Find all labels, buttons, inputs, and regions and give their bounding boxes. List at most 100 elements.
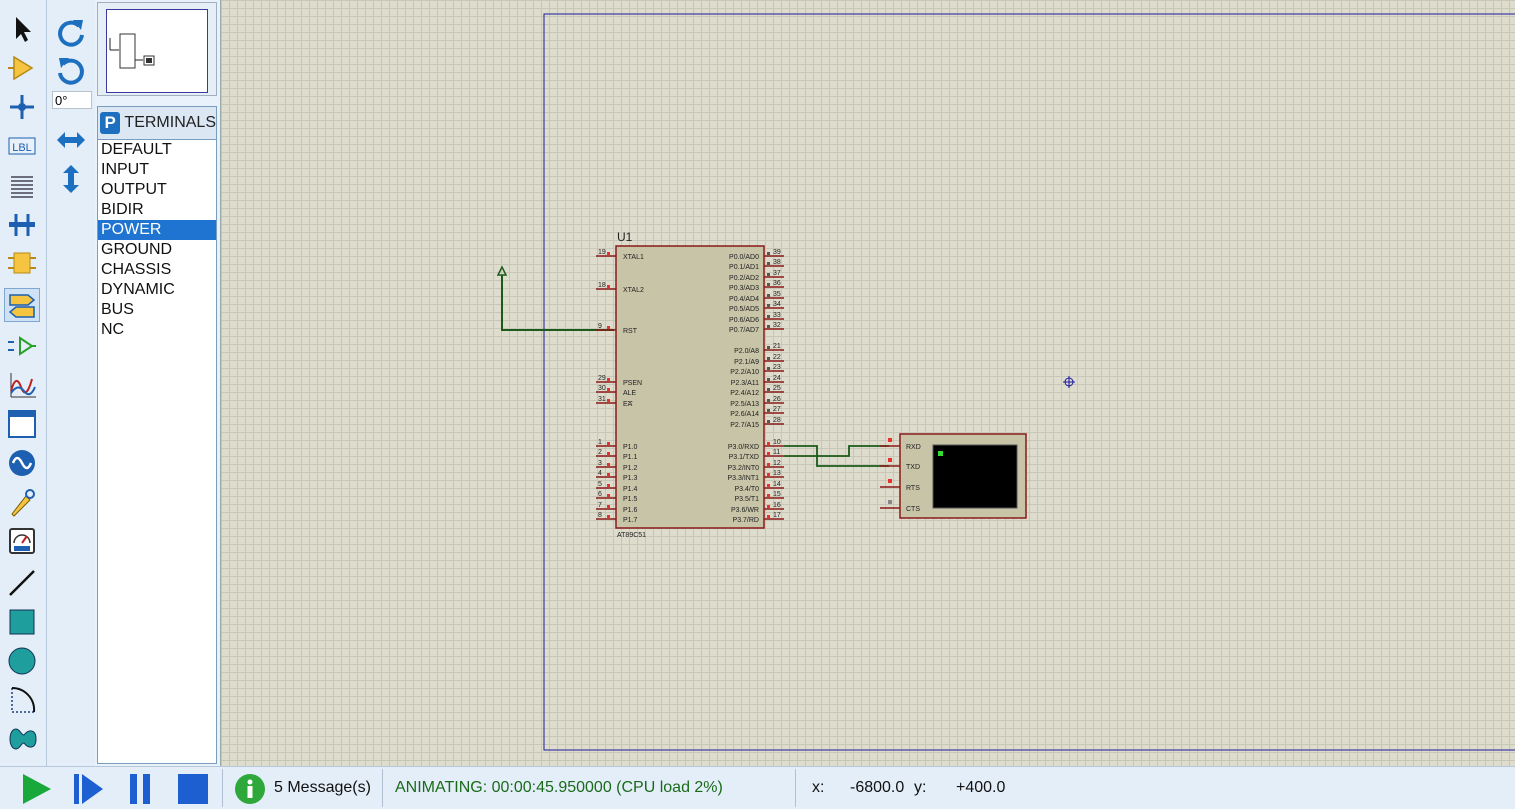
rotate-clockwise-button[interactable] (53, 15, 89, 49)
terminal-type-item[interactable]: GROUND (101, 241, 173, 258)
terminal-type-item[interactable]: POWER (98, 220, 216, 240)
terminal-type-item[interactable]: BUS (101, 301, 134, 318)
messages-button[interactable] (232, 771, 268, 807)
box-icon (9, 609, 35, 635)
text-script-icon (11, 176, 33, 198)
generator-mode-button[interactable] (4, 446, 40, 480)
step-icon (74, 774, 103, 804)
subcircuit-icon (8, 252, 36, 274)
status-bar: 5 Message(s) ANIMATING: 00:00:45.950000 … (0, 766, 1515, 809)
stop-button[interactable] (174, 771, 210, 807)
chip-pin-number: 10 (773, 439, 781, 446)
chip-pin-name: P1.2 (623, 465, 638, 472)
bus-mode-button[interactable] (4, 207, 40, 241)
chip-pin-number: 26 (773, 396, 781, 403)
power-terminal[interactable] (496, 265, 614, 331)
y-coord-label: y: (914, 779, 927, 796)
chip-pin-number: 23 (773, 364, 781, 371)
play-button[interactable] (18, 771, 54, 807)
instrument-mode-button[interactable] (4, 524, 40, 558)
box-mode-button[interactable] (4, 605, 40, 639)
pin-state-marker (607, 515, 610, 518)
chip-pin-number: 25 (773, 385, 781, 392)
pin-state-marker (767, 388, 770, 391)
chip-pin-name: P0.7/AD7 (729, 327, 759, 334)
terminal-pin-name: CTS (906, 506, 920, 513)
step-button[interactable] (70, 771, 106, 807)
pin-state-marker (767, 463, 770, 466)
terminal-type-item[interactable]: CHASSIS (101, 261, 172, 278)
terminal-type-item[interactable]: DYNAMIC (101, 281, 175, 298)
terminal-pin-name: TXD (906, 464, 920, 471)
label-mode-button[interactable]: LBL (4, 129, 40, 163)
probe-icon (11, 489, 35, 517)
terminal-mode-button[interactable] (4, 288, 40, 322)
overview-window[interactable] (97, 2, 217, 96)
text-script-mode-button[interactable] (4, 168, 40, 202)
path-mode-button[interactable] (4, 722, 40, 756)
chip-pin-name: P3.3/INT1 (727, 475, 759, 482)
terminal-type-item[interactable]: NC (101, 321, 125, 338)
chip-pin-name: P0.2/AD2 (729, 275, 759, 282)
graph-mode-button[interactable] (4, 368, 40, 402)
chip-pin-number: 8 (598, 512, 602, 519)
rotation-angle-field[interactable]: 0° (52, 91, 92, 109)
chip-pin-number: 24 (773, 375, 781, 382)
pin-mode-button[interactable] (4, 329, 40, 363)
selection-mode-button[interactable] (4, 12, 40, 46)
terminal-type-item[interactable]: DEFAULT (101, 141, 172, 158)
rotate-anticlockwise-button[interactable] (53, 53, 89, 87)
terminal-type-item[interactable]: OUTPUT (101, 181, 167, 198)
tape-mode-button[interactable] (4, 407, 40, 441)
y-coord-value: +400.0 (956, 779, 1006, 796)
chip-pin-name: P2.6/A14 (730, 411, 759, 418)
terminal-type-item[interactable]: BIDIR (101, 201, 144, 218)
chip-pin-number: 27 (773, 406, 781, 413)
probe-mode-button[interactable] (4, 485, 40, 519)
pin-state-marker (767, 442, 770, 445)
status-separator (382, 769, 383, 807)
pin-state-marker (767, 315, 770, 318)
pin-state-marker (607, 452, 610, 455)
chip-pin-name: RST (623, 328, 638, 335)
pin-state-marker (767, 262, 770, 265)
chip-pin-name: PSEN (623, 380, 642, 387)
mirror-vertical-button[interactable] (53, 162, 89, 196)
pin-state-marker (767, 357, 770, 360)
pause-icon (130, 774, 150, 804)
circle-mode-button[interactable] (4, 644, 40, 678)
chip-pin-number: 29 (598, 375, 606, 382)
chip-ref: U1 (617, 230, 633, 244)
pick-devices-button[interactable]: P (100, 112, 121, 134)
chip-pin-name: P0.5/AD5 (729, 306, 759, 313)
line-mode-button[interactable] (4, 566, 40, 600)
pin-state-marker (607, 388, 610, 391)
chip-pin-number: 35 (773, 291, 781, 298)
terminal-type-item[interactable]: INPUT (101, 161, 149, 178)
microcontroller-u1[interactable]: U1 AT89C51 19XTAL118XTAL29RST29PSEN30ALE… (596, 230, 784, 539)
chip-pin-number: 31 (598, 396, 606, 403)
chip-pin-name: P2.5/A13 (730, 401, 759, 408)
pin-state-marker (767, 452, 770, 455)
terminal-cursor (938, 451, 943, 456)
pin-state-marker (767, 378, 770, 381)
messages-count[interactable]: 5 Message(s) (274, 779, 371, 796)
pin-state-marker (767, 399, 770, 402)
pause-button[interactable] (122, 771, 158, 807)
pin-state-marker (888, 500, 892, 504)
arc-mode-button[interactable] (4, 683, 40, 717)
mirror-horizontal-icon (57, 132, 85, 148)
chip-pin-name: P1.6 (623, 507, 638, 514)
chip-pin-name: P1.0 (623, 444, 638, 451)
mirror-horizontal-button[interactable] (53, 123, 89, 157)
chip-pin-name: P0.4/AD4 (729, 296, 759, 303)
pin-state-marker (767, 252, 770, 255)
component-mode-button[interactable] (4, 51, 40, 85)
subcircuit-mode-button[interactable] (4, 246, 40, 280)
chip-pin-name: P3.6/WR (731, 507, 759, 514)
junction-mode-button[interactable] (4, 90, 40, 124)
pin-state-marker (607, 399, 610, 402)
